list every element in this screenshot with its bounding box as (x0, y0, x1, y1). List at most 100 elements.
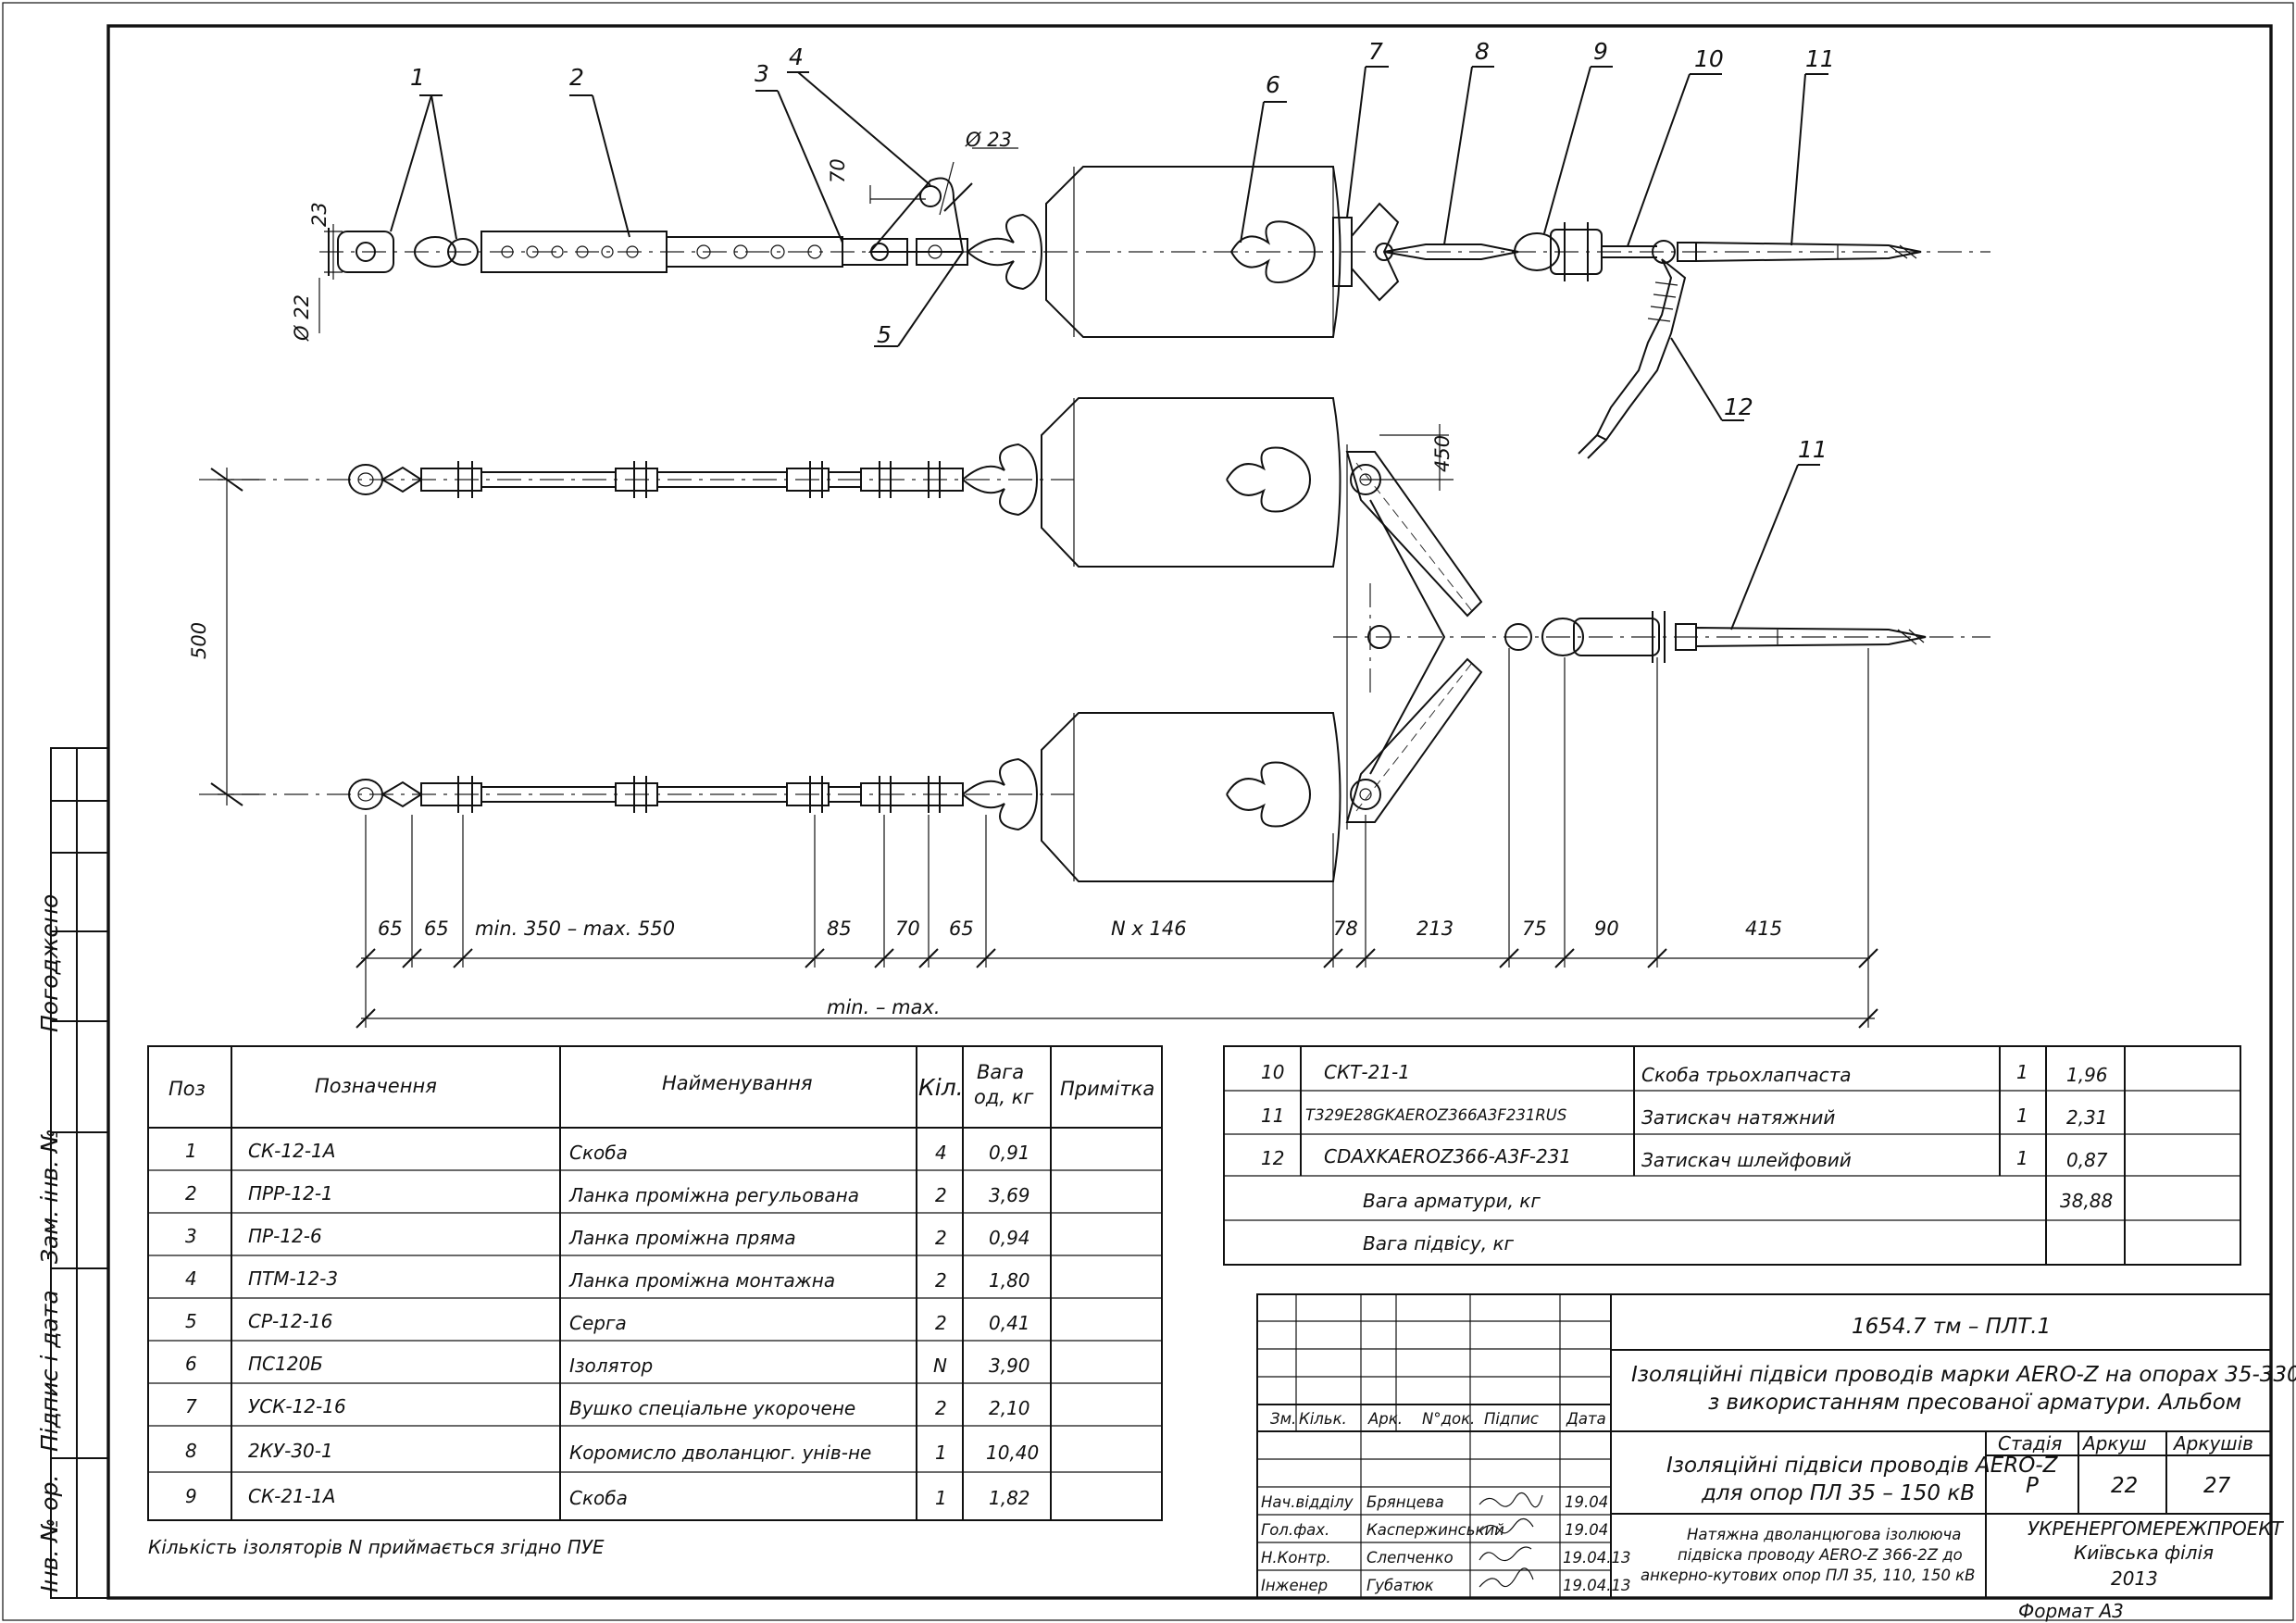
tb-role-row: Н.Контр. Слепченко 19.04.13 (1261, 1549, 1630, 1567)
cell-weight: 0,91 (989, 1142, 1030, 1164)
cell-weight: 2,31 (2066, 1106, 2108, 1129)
dimension-lines: Ø 23 70 23 Ø 22 450 500 (188, 129, 1878, 1029)
parts2-row-10: 10 СКТ-21-1 Скоба трьохлапчаста 1 1,96 (1261, 1061, 2108, 1086)
callout-6: 6 (1266, 71, 1280, 98)
th-note: Примітка (1060, 1078, 1154, 1100)
dim-d70: 70 (827, 158, 849, 183)
dim-d23-top: Ø 23 (965, 129, 1012, 151)
parts-table: Поз Позначення Найменування Кіл. Вага од… (147, 1045, 1163, 1558)
person: Слепченко (1366, 1549, 1454, 1567)
th-qty: Кіл. (918, 1074, 964, 1101)
cell-designation: СК-12-1А (248, 1140, 335, 1162)
callout-11: 11 (1805, 45, 1835, 72)
cell-qty: 1 (2016, 1061, 2028, 1083)
tb-col-ark: Арк. (1367, 1410, 1403, 1428)
tb-role-row: Нач.відділу Брянцева 19.04 (1261, 1493, 1608, 1511)
dim-bottom-0: 65 (378, 918, 403, 940)
parts-table-2: 10 СКТ-21-1 Скоба трьохлапчаста 1 1,96 1… (1223, 1045, 2241, 1266)
tb-sheet: 22 (2111, 1474, 2138, 1498)
dim-bottom-10: 90 (1594, 918, 1619, 940)
cell-qty: 1 (935, 1487, 947, 1509)
callout-8: 8 (1475, 38, 1490, 65)
cell-name: Коромисло дволанцюг. унів-не (569, 1442, 871, 1464)
callout-10: 10 (1694, 45, 1724, 72)
dim-bottom-11: 415 (1745, 918, 1782, 940)
cell-pos: 6 (185, 1353, 197, 1375)
cell-designation: ПТМ-12-3 (248, 1267, 338, 1290)
tb-col-kilk: Кільк. (1299, 1410, 1347, 1428)
callout-12: 12 (1724, 393, 1753, 420)
tb-org-line2: Київська філія (2074, 1542, 2214, 1564)
cell-name: Ланка проміжна монтажна (568, 1269, 835, 1292)
cell-weight: 1,80 (989, 1269, 1030, 1292)
dim-bottom-5: 65 (949, 918, 974, 940)
parts-footnote: Кількість ізоляторів N приймається згідн… (148, 1536, 605, 1558)
cell-pos: 11 (1261, 1105, 1284, 1127)
dim-bottom-2: min. 350 – max. 550 (475, 918, 675, 940)
th-pos: Поз (168, 1078, 206, 1100)
parts2-row-11: 11 T329E28GKAEROZ366A3F231RUS Затискач н… (1261, 1105, 2108, 1129)
dim-d500: 500 (188, 622, 210, 659)
parts-row-6: 6 ПС120Б Ізолятор N 3,90 (185, 1353, 1030, 1377)
cell-pos: 9 (185, 1485, 197, 1507)
cell-weight: 10,40 (986, 1442, 1039, 1464)
parts-row-1: 1 СК-12-1А Скоба 4 0,91 (185, 1140, 1030, 1164)
dim-d23-left: 23 (308, 202, 331, 227)
dim-bottom-4: 70 (895, 918, 920, 940)
cell-name: Скоба (569, 1142, 628, 1164)
tb-sheet-label: Аркуш (2081, 1432, 2147, 1454)
total-fittings-label: Вага арматури, кг (1363, 1190, 1541, 1212)
tb-sheet-title-2: підвіска проводу AERO-Z 366-2Z до (1678, 1546, 1963, 1564)
dim-bottom-7: 78 (1333, 918, 1358, 940)
tb-col-data: Дата (1566, 1410, 1606, 1428)
tb-role-row: Інженер Губатюк 19.04.13 (1261, 1577, 1630, 1594)
tb-stage: Р (2026, 1474, 2039, 1498)
callout-9: 9 (1593, 38, 1608, 65)
parts-row-9: 9 СК-21-1А Скоба 1 1,82 (185, 1485, 1030, 1509)
stamp-pidpys-data: Підпис і дата (36, 1290, 63, 1452)
cell-pos: 2 (185, 1182, 197, 1205)
dim-bottom-1: 65 (424, 918, 449, 940)
total-suspension-label: Вага підвісу, кг (1363, 1232, 1515, 1255)
cell-designation: ПРР-12-1 (248, 1182, 333, 1205)
role: Інженер (1261, 1577, 1328, 1594)
dim-bottom-6: N x 146 (1111, 918, 1187, 940)
cell-name: Затискач натяжний (1641, 1106, 1835, 1129)
parts-row-8: 8 2КУ-30-1 Коромисло дволанцюг. унів-не … (185, 1440, 1039, 1464)
date: 19.04 (1565, 1521, 1608, 1539)
cell-qty: N (933, 1355, 947, 1377)
th-designation: Позначення (315, 1075, 437, 1097)
callout-5: 5 (877, 321, 892, 348)
tb-org-line1: УКРЕНЕРГОМЕРЕЖПРОЕКТ (2028, 1517, 2285, 1540)
stamp-inv-pidl: Інв. № ор. (36, 1475, 63, 1592)
parts-row-3: 3 ПР-12-6 Ланка проміжна пряма 2 0,94 (185, 1225, 1030, 1249)
cell-weight: 0,87 (2066, 1149, 2108, 1171)
cell-name: Ланка проміжна пряма (568, 1227, 796, 1249)
tb-sheet-title-3: анкерно-кутових опор ПЛ 35, 110, 150 кВ (1641, 1567, 1975, 1584)
cell-pos: 7 (185, 1395, 197, 1417)
date: 19.04.13 (1563, 1577, 1630, 1594)
title-block: Зм. Кільк. Арк. N°док. Підпис Дата 1654.… (1256, 1293, 2296, 1622)
cell-name: Скоба трьохлапчаста (1641, 1064, 1852, 1086)
person: Губатюк (1366, 1577, 1434, 1594)
dim-overall: min. – max. (827, 996, 941, 1018)
cell-name: Вушко спеціальне укорочене (569, 1397, 855, 1419)
callout-2: 2 (569, 64, 584, 91)
tb-doc-code: 1654.7 тм – ПЛТ.1 (1852, 1315, 2051, 1339)
tb-project-line2: з використанням пресованої арматури. Аль… (1708, 1391, 2241, 1415)
dim-d450: 450 (1431, 435, 1454, 472)
cell-name: Затискач шлейфовий (1641, 1149, 1852, 1171)
cell-pos: 5 (185, 1310, 197, 1332)
tb-sheets-label: Аркушів (2172, 1432, 2253, 1454)
cell-designation: 2КУ-30-1 (248, 1440, 333, 1462)
cell-pos: 12 (1261, 1147, 1284, 1169)
parts-row-2: 2 ПРР-12-1 Ланка проміжна регульована 2 … (185, 1182, 1030, 1206)
parts-row-4: 4 ПТМ-12-3 Ланка проміжна монтажна 2 1,8… (185, 1267, 1030, 1292)
cell-pos: 1 (185, 1140, 197, 1162)
th-weight-1: Вага (977, 1061, 1024, 1083)
tb-stage-label: Стадія (1998, 1432, 2062, 1454)
cell-designation: CDAXKAEROZ366-A3F-231 (1324, 1145, 1571, 1167)
th-name: Найменування (662, 1072, 813, 1094)
dim-bottom-3: 85 (827, 918, 852, 940)
